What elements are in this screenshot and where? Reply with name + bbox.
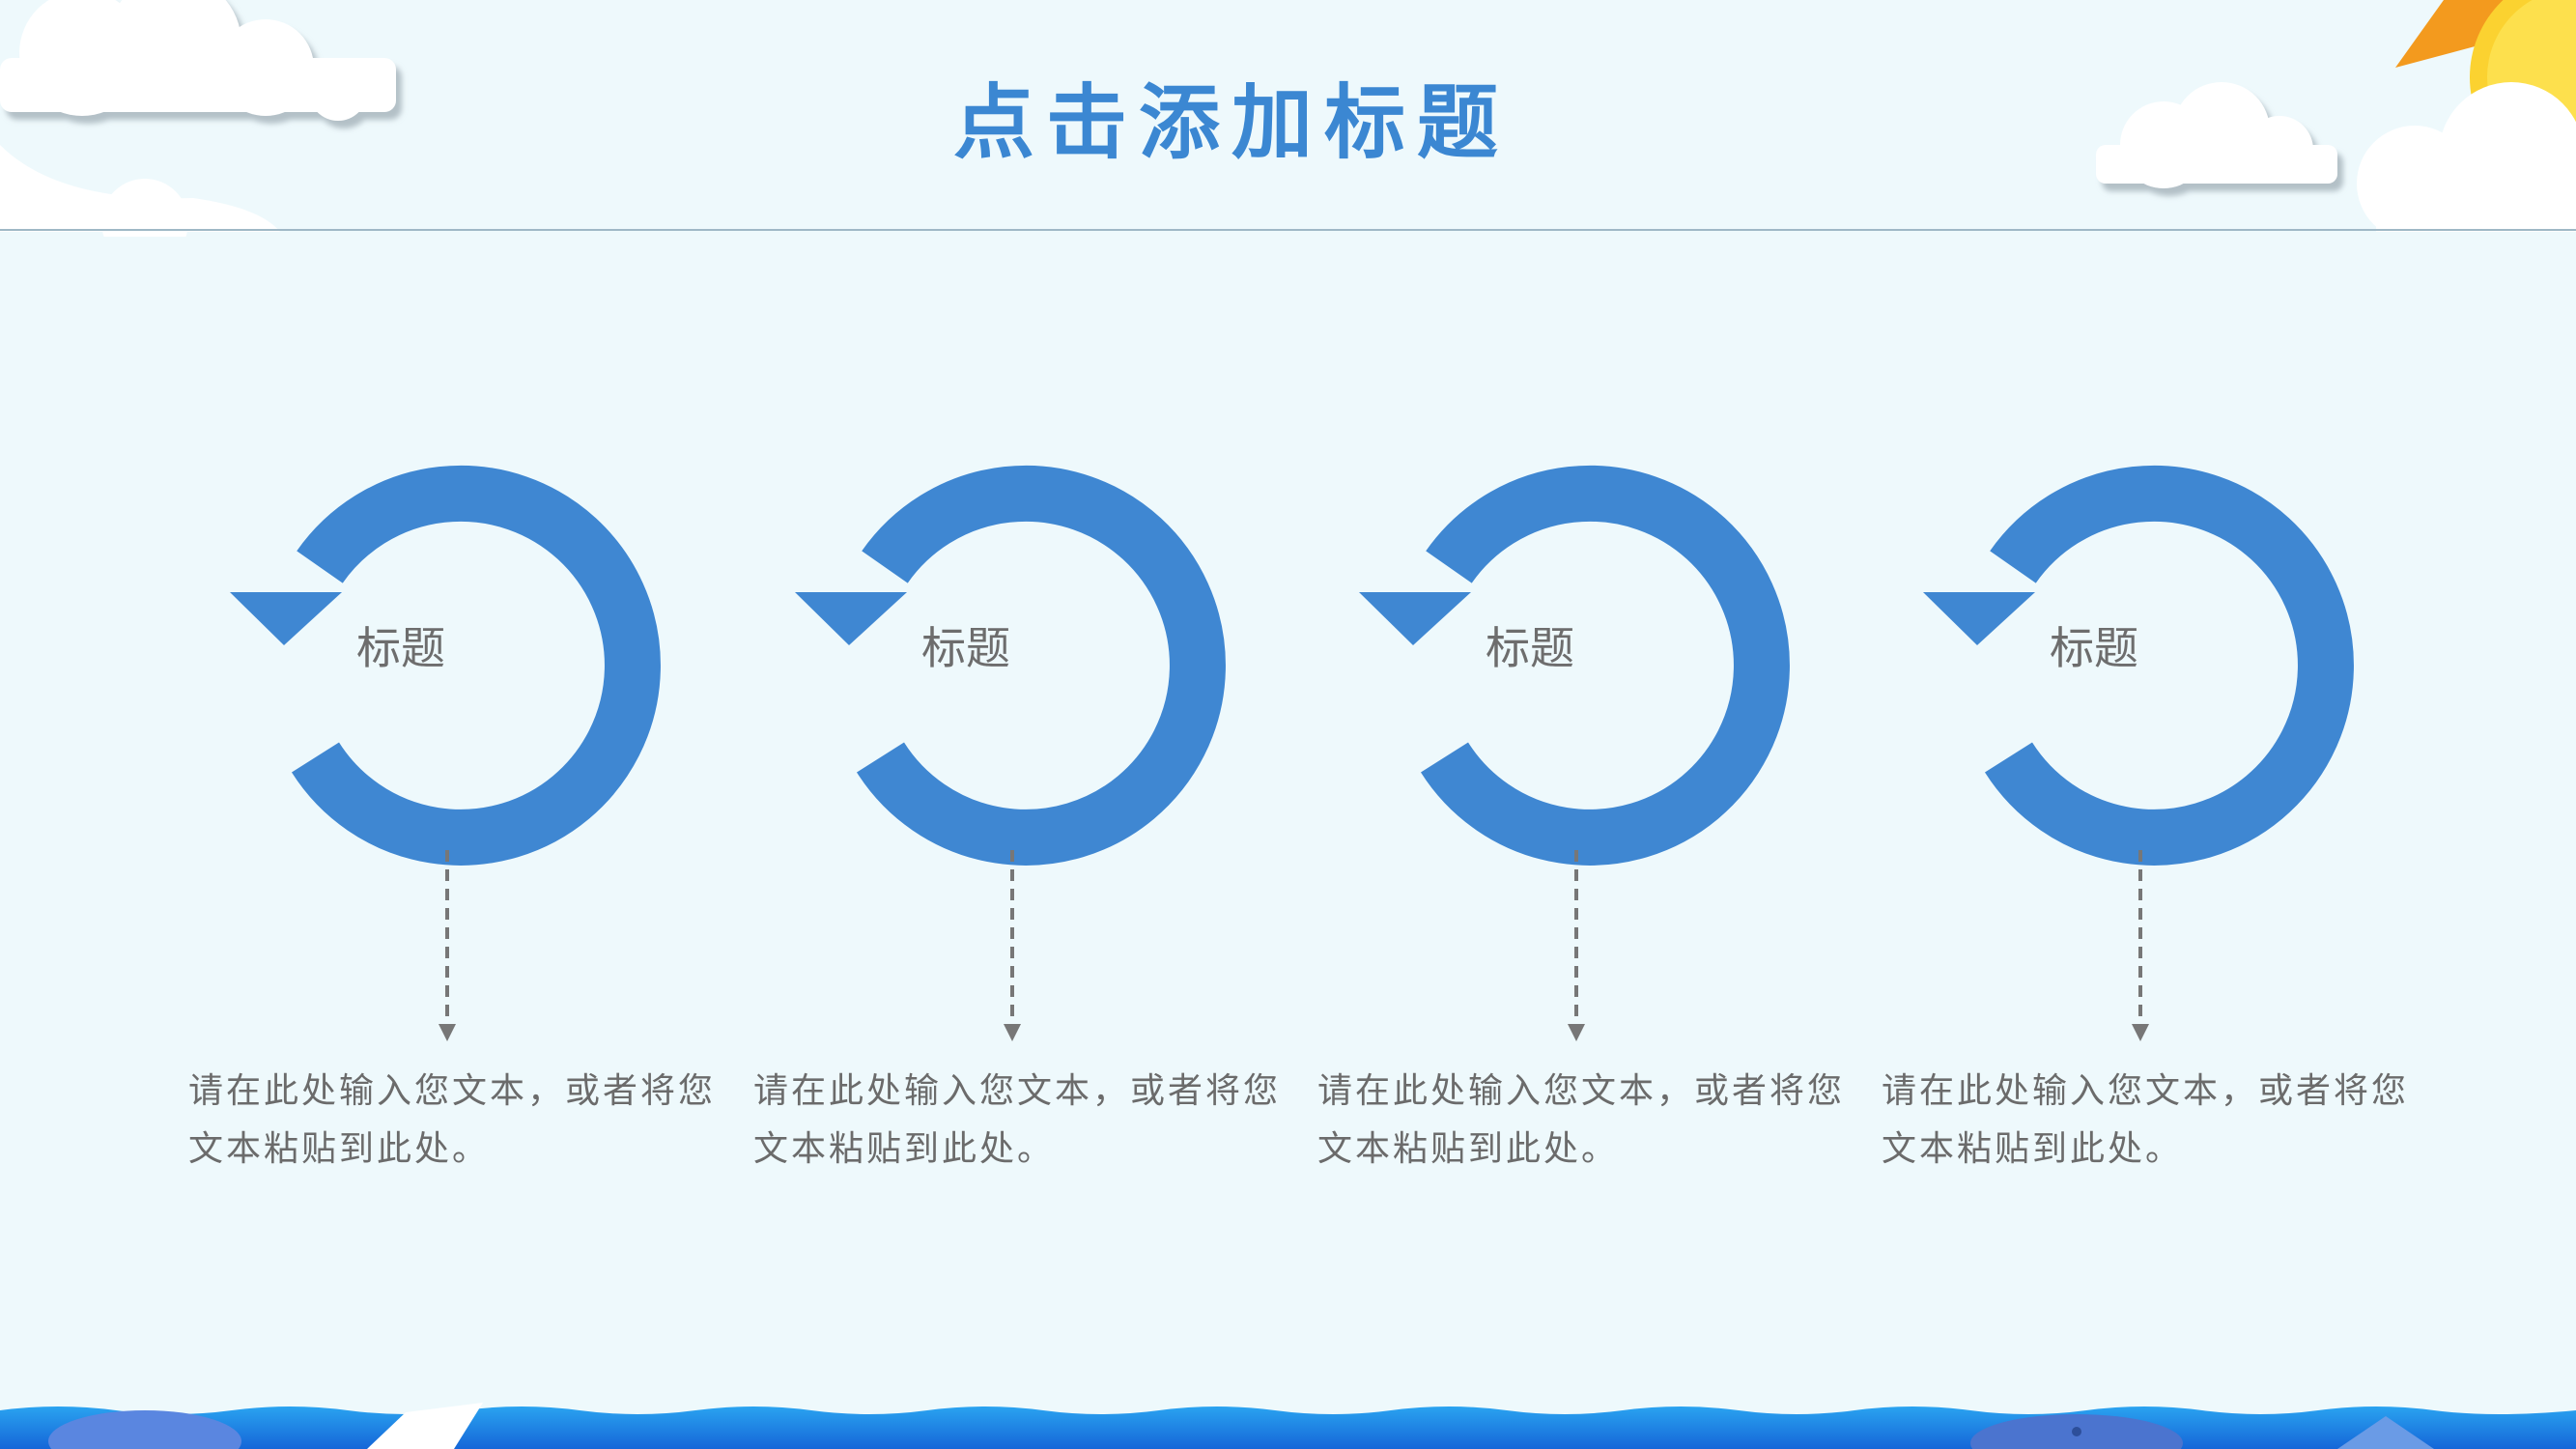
step-2[interactable]: 标题 请在此处输入您文本，或者将您文本粘贴到此处。	[753, 444, 1294, 1198]
wave-icon	[0, 1403, 2576, 1449]
cloud-top-right-icon	[2096, 82, 2576, 232]
step-text[interactable]: 请在此处输入您文本，或者将您文本粘贴到此处。	[1882, 1071, 2410, 1169]
step-text[interactable]: 请在此处输入您文本，或者将您文本粘贴到此处。	[1317, 1071, 1846, 1169]
step-text[interactable]: 请在此处输入您文本，或者将您文本粘贴到此处。	[188, 1071, 717, 1169]
circular-arrow-icon	[795, 465, 1226, 1041]
step-title[interactable]: 标题	[1486, 622, 1574, 674]
whale-icon	[48, 1403, 483, 1449]
step-3[interactable]: 标题 请在此处输入您文本，或者将您文本粘贴到此处。	[1317, 444, 1858, 1198]
step-title[interactable]: 标题	[356, 622, 445, 674]
slide-title[interactable]: 点击添加标题	[952, 75, 1510, 170]
step-title[interactable]: 标题	[2050, 622, 2138, 674]
circular-arrow-icon	[1923, 465, 2354, 1041]
step-title[interactable]: 标题	[921, 622, 1010, 674]
step-4[interactable]: 标题 请在此处输入您文本，或者将您文本粘贴到此处。	[1882, 444, 2422, 1198]
cloud-top-left-icon	[0, 0, 396, 237]
circular-arrow-icon	[1359, 465, 1790, 1041]
step-text[interactable]: 请在此处输入您文本，或者将您文本粘贴到此处。	[753, 1071, 1282, 1169]
whale-icon	[1970, 1414, 2434, 1449]
circular-arrow-icon	[230, 465, 661, 1041]
header-divider	[0, 229, 2576, 231]
step-1[interactable]: 标题 请在此处输入您文本，或者将您文本粘贴到此处。	[188, 444, 729, 1198]
